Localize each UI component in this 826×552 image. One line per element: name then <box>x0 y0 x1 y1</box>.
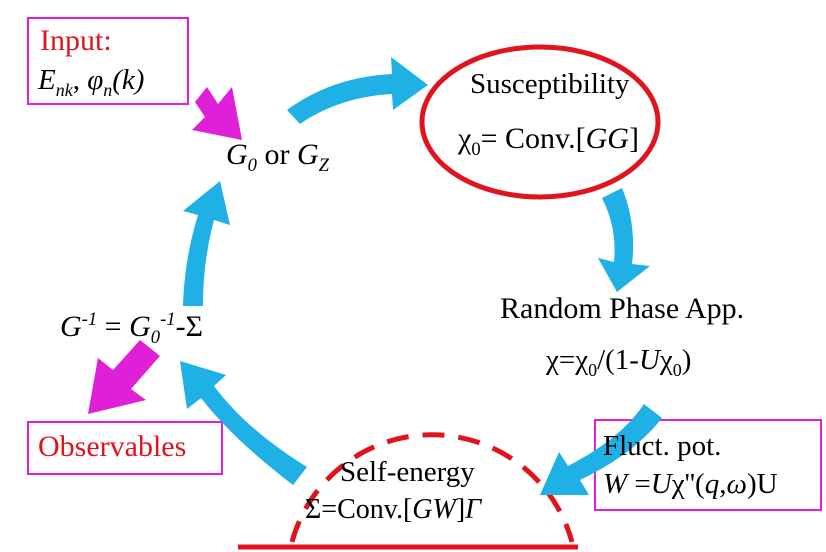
susceptibility-formula: χ0= Conv.[GG] <box>458 122 639 159</box>
fluct-u-symbol: U <box>650 468 672 500</box>
input-comma: , <box>72 64 88 96</box>
gz-subscript: Z <box>318 155 329 176</box>
chi0-subscript: 0 <box>471 139 481 160</box>
susceptibility-ellipse <box>419 44 661 200</box>
input-title: Input: <box>40 24 112 57</box>
dyson-g-superscript: -1 <box>81 309 98 330</box>
rpa-chi: χ <box>659 344 673 376</box>
dyson-g0-subscript: 0 <box>150 327 161 348</box>
sigma-conv-open: Σ=Conv.[ <box>305 494 413 525</box>
gw-symbol: GW <box>412 494 456 525</box>
susceptibility-title: Susceptibility <box>470 68 630 100</box>
arrow-self-energy-to-dyson <box>180 361 307 485</box>
fluct-formula: W =Uχ''(q,ω)U <box>603 470 778 499</box>
dyson-equals: = <box>97 310 130 343</box>
dyson-tail: -Σ <box>175 310 204 343</box>
rpa-sub-a: 0 <box>588 359 598 380</box>
fluct-omega-symbol: ω <box>726 468 747 500</box>
fluct-comma: , <box>719 468 727 500</box>
dyson-g0-symbol: G <box>129 310 151 343</box>
fluct-title: Fluct. pot. <box>603 430 722 462</box>
arrow-input-to-g0 <box>192 87 242 140</box>
fluct-equals: = <box>627 468 651 500</box>
gg-symbol: GG <box>585 122 629 155</box>
observables-box-border <box>27 421 223 475</box>
rpa-chi-eq: χ=χ <box>546 344 589 376</box>
input-formula: Enk, φn(k) <box>38 64 145 99</box>
rpa-u-symbol: U <box>638 344 660 376</box>
input-phi-argument: (k) <box>112 64 145 96</box>
arrow-susceptibility-to-rpa <box>598 188 650 292</box>
arrow-dyson-to-observables <box>88 340 160 414</box>
fluct-tail: )U <box>746 468 778 500</box>
fluct-chi: χ''( <box>671 468 705 500</box>
rpa-close: ) <box>681 344 692 376</box>
g0-node-label: G0 or GZ <box>226 138 329 175</box>
chi0-symbol: χ <box>458 122 472 155</box>
input-e-symbol: E <box>38 64 56 96</box>
dyson-g0-superscript: -1 <box>160 309 176 330</box>
fluct-w-symbol: W <box>603 468 628 500</box>
gamma-symbol: Γ <box>465 494 482 525</box>
self-energy-dashed-arc <box>289 432 575 543</box>
rpa-title: Random Phase App. <box>500 292 745 325</box>
g0-or: or <box>256 138 297 171</box>
self-energy-title: Self-energy <box>340 456 475 488</box>
sigma-conv-close: ] <box>455 494 466 525</box>
arrow-dyson-to-g0 <box>183 181 230 306</box>
input-e-subscript: nk <box>55 79 73 100</box>
rpa-sub-b: 0 <box>672 359 682 380</box>
g0-subscript: 0 <box>247 155 257 176</box>
rpa-denominator-open: /(1- <box>597 344 639 376</box>
conv-open: = Conv.[ <box>480 122 586 155</box>
arrow-g0-to-susceptibility <box>287 57 428 124</box>
input-phi-subscript: n <box>103 79 113 100</box>
g0-symbol: G <box>226 138 248 171</box>
rpa-formula: χ=χ0/(1-Uχ0) <box>546 344 692 379</box>
dyson-g-symbol: G <box>60 310 82 343</box>
self-energy-formula: Σ=Conv.[GW]Γ <box>305 496 481 524</box>
fluct-q-symbol: q <box>704 468 720 500</box>
conv-close: ] <box>628 122 639 155</box>
gz-symbol: G <box>296 138 319 171</box>
input-phi-symbol: φ <box>87 64 104 96</box>
observables-label: Observables <box>38 430 187 463</box>
arrow-rpa-to-self-energy <box>540 404 662 495</box>
dyson-formula: G-1 = G0-1-Σ <box>60 309 204 347</box>
input-box-border <box>27 17 189 105</box>
